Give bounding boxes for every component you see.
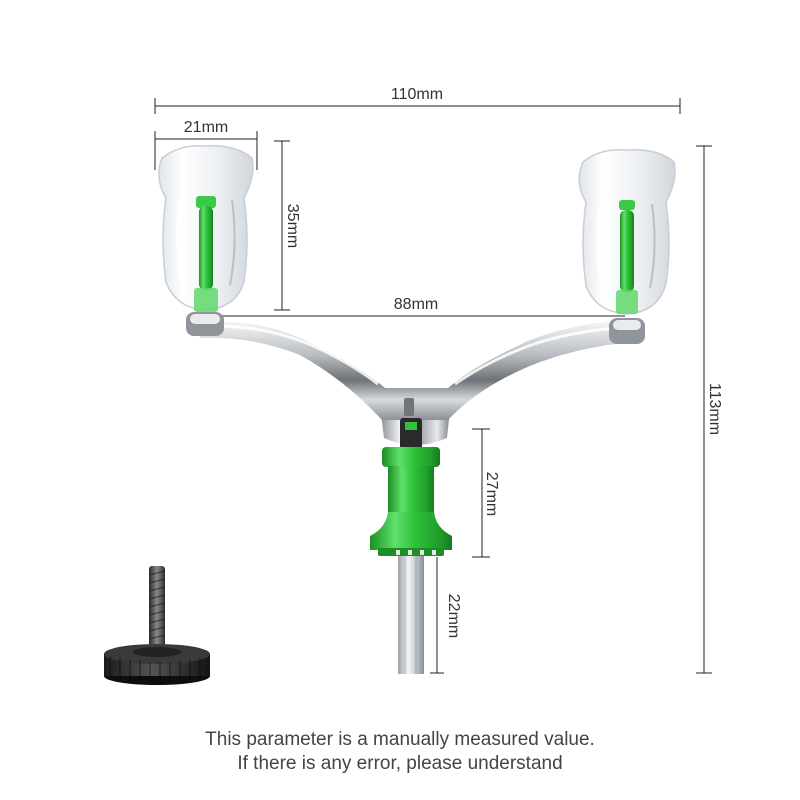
right-knob — [578, 149, 676, 315]
dim-label-total-height: 113mm — [706, 383, 723, 435]
dim-label-arm-span: 88mm — [394, 296, 438, 313]
left-knob — [158, 145, 254, 312]
hex-shaft — [398, 553, 424, 674]
handle-arm — [186, 312, 645, 445]
dim-label-knob-width: 21mm — [184, 119, 228, 136]
dim-label-shaft-length: 22mm — [445, 594, 462, 638]
dimension-lines — [154, 98, 712, 674]
dim-label-nut-height: 27mm — [483, 472, 500, 516]
measurement-note-line-1: This parameter is a manually measured va… — [205, 729, 595, 750]
green-nut — [370, 418, 452, 556]
screw-knob — [104, 566, 210, 685]
dim-label-total-width: 110mm — [391, 86, 443, 103]
dim-label-knob-height: 35mm — [284, 204, 301, 248]
measurement-note-line-2: If there is any error, please understand — [237, 753, 563, 774]
